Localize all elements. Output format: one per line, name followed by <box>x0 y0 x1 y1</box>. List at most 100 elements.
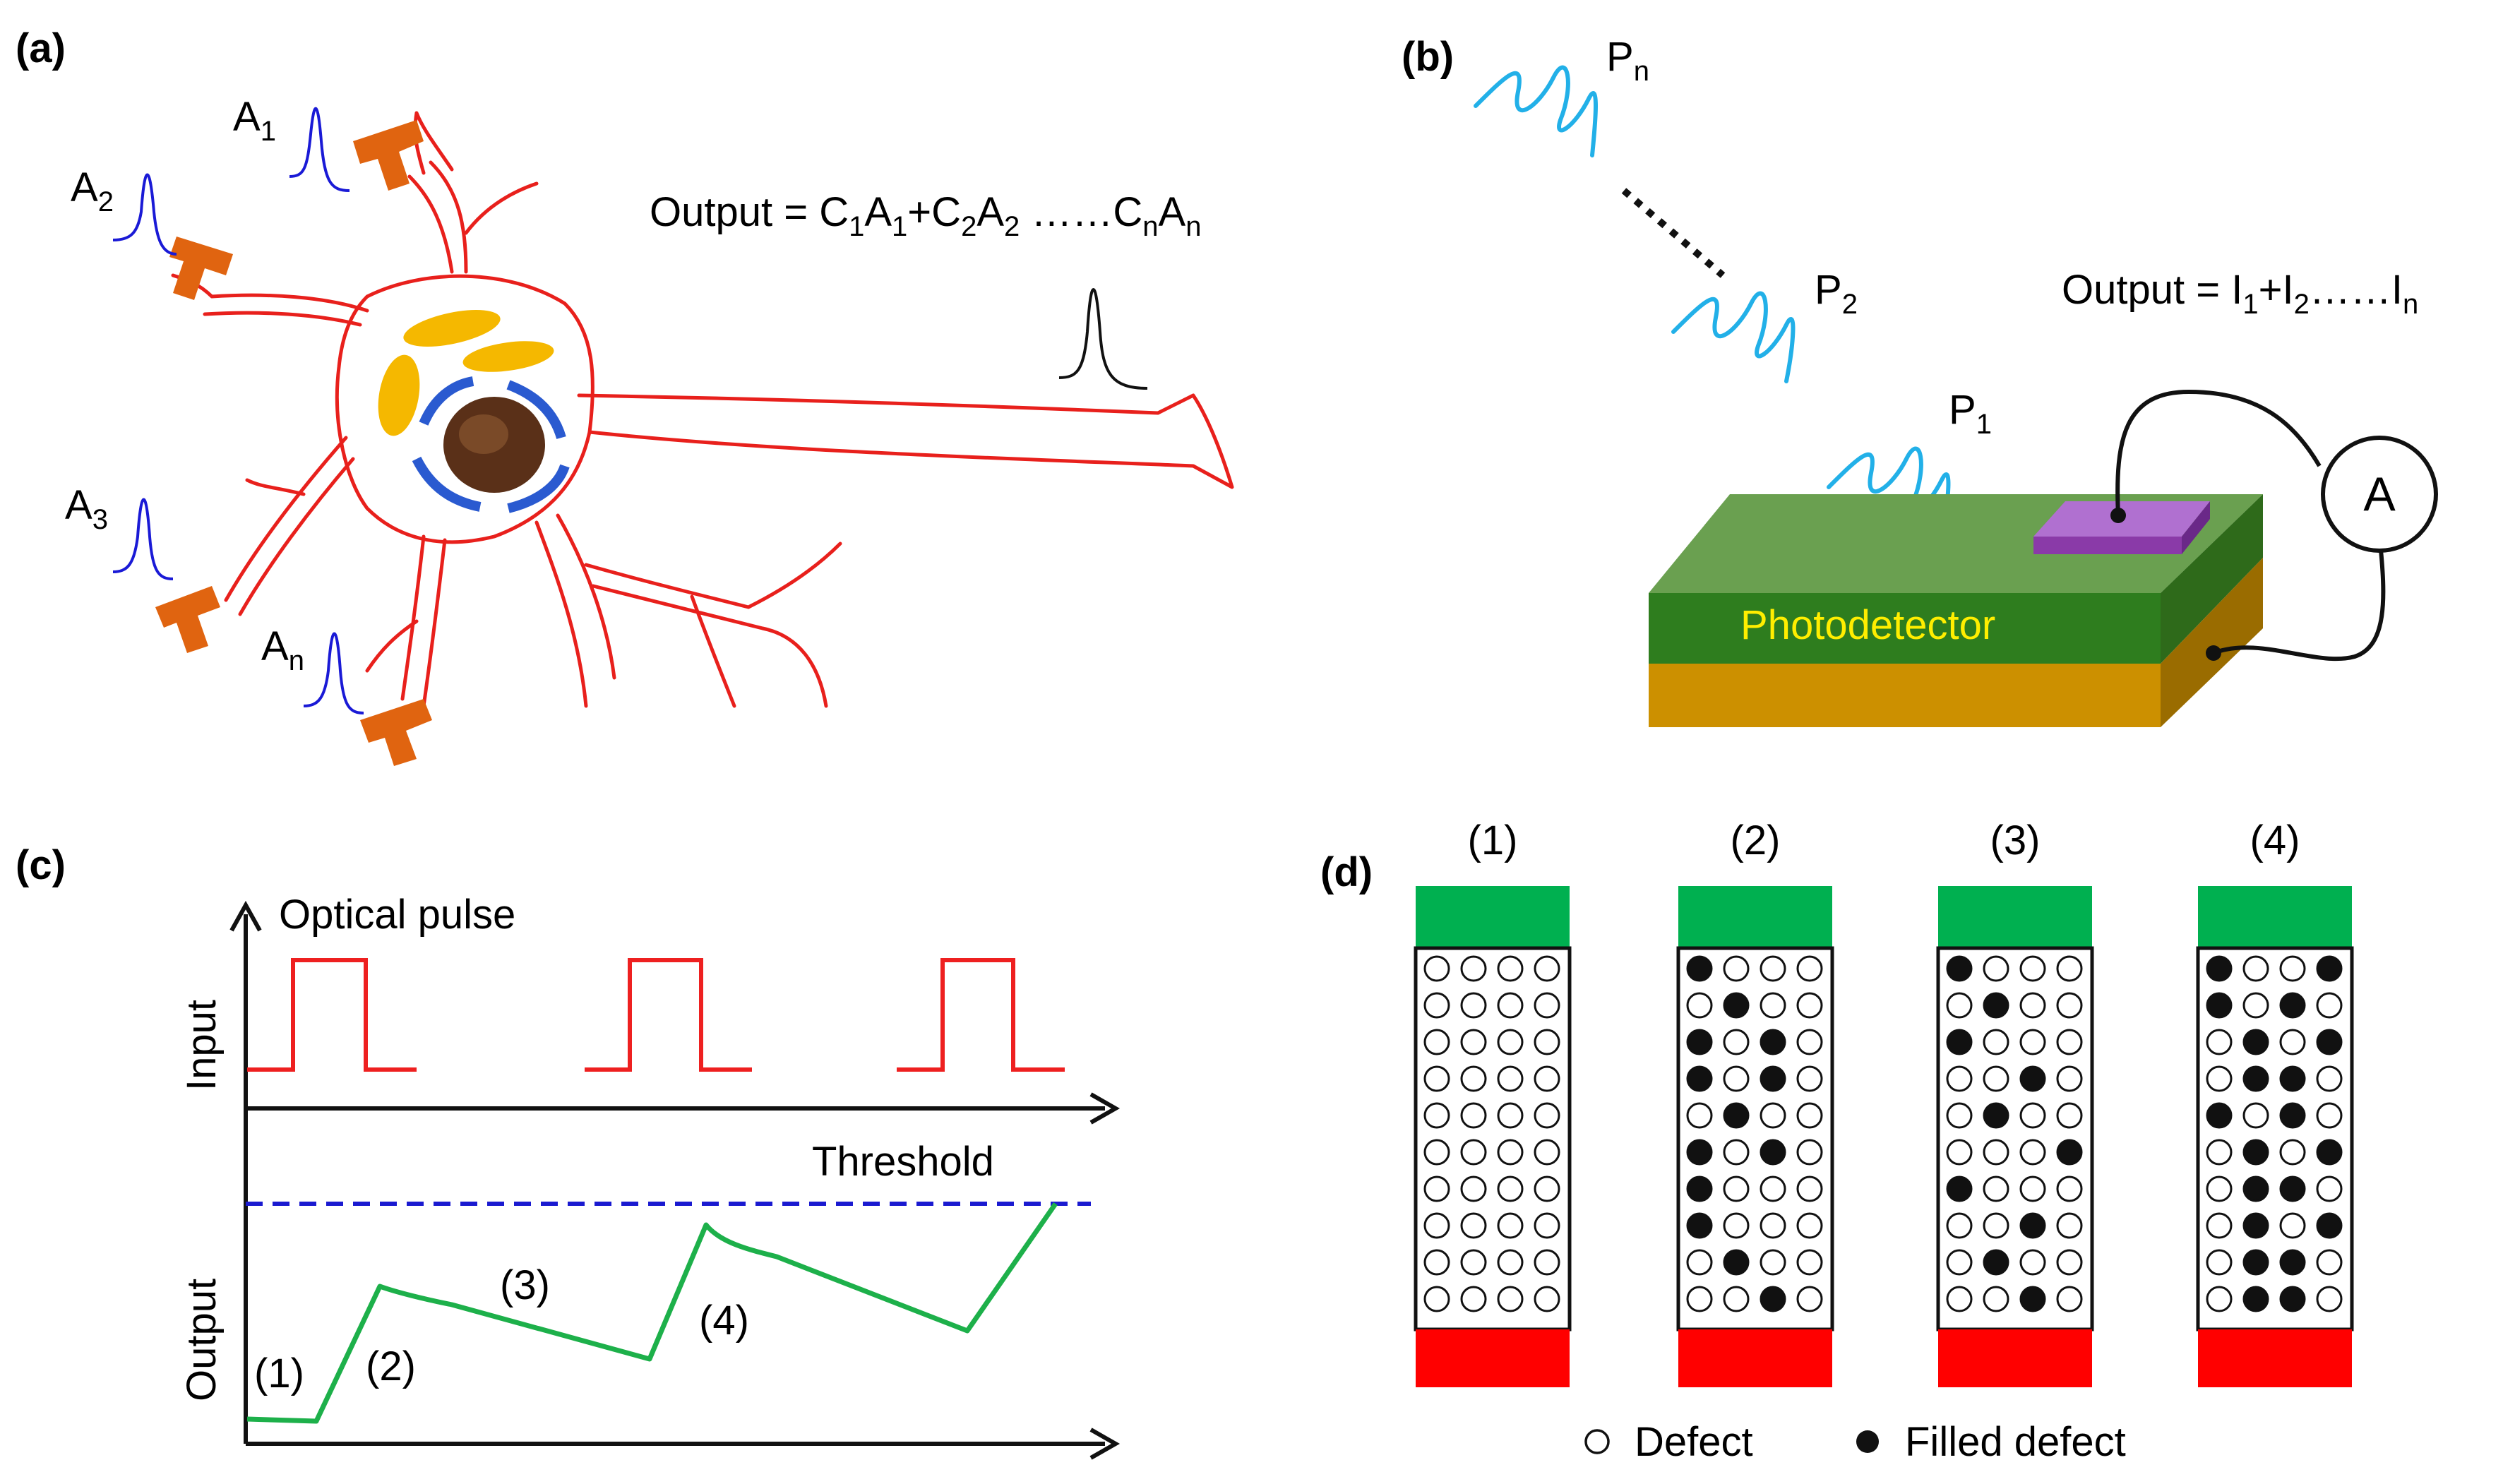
defect <box>1983 1065 2009 1092</box>
spike-a2 <box>112 173 177 256</box>
defect <box>1796 1249 1823 1276</box>
defect <box>1686 1286 1713 1312</box>
defect <box>1497 1212 1524 1239</box>
filled-defect <box>2279 992 2306 1019</box>
defect <box>1983 955 2009 982</box>
defect <box>1983 1139 2009 1166</box>
stage-1: (1) <box>254 1351 304 1396</box>
filled-defect <box>1946 1175 1973 1202</box>
filled-defect <box>1686 955 1713 982</box>
defect <box>1423 1029 1450 1055</box>
dendrite-up <box>407 111 539 274</box>
panel-a: (a) <box>16 25 1234 766</box>
bottom-electrode-4 <box>2198 1329 2352 1387</box>
defect <box>2056 1029 2083 1055</box>
filled-defect <box>1723 1102 1750 1129</box>
dendrite-upper-left <box>171 273 369 327</box>
synapses <box>155 120 432 766</box>
defect <box>2316 992 2343 1019</box>
defect <box>2279 955 2306 982</box>
defect <box>2279 1212 2306 1239</box>
top-electrode-3 <box>1938 886 2092 948</box>
filled-defect <box>1723 992 1750 1019</box>
column-label-4: (4) <box>2250 818 2300 863</box>
defect <box>1460 1212 1487 1239</box>
neuron <box>171 111 1234 708</box>
y-label-output: Output <box>179 1279 225 1401</box>
filled-defect <box>2242 1029 2269 1055</box>
neuron-output-formula: Output = C1A1+C2A2 ……CnAn <box>650 189 1201 242</box>
filled-defect <box>2316 1139 2343 1166</box>
filled-defect <box>2242 1286 2269 1312</box>
filled-defect <box>1946 955 1973 982</box>
defect-columns: (1)(2)(3)(4) <box>1414 818 2354 1387</box>
defect <box>1796 992 1823 1019</box>
synapse-n <box>360 699 432 766</box>
defect <box>1983 1286 2009 1312</box>
defect <box>1534 1102 1560 1129</box>
filled-defect <box>1686 1212 1713 1239</box>
defect <box>1946 1065 1973 1092</box>
filled-defect <box>1983 1102 2009 1129</box>
defect <box>1497 1029 1524 1055</box>
defect <box>1423 1065 1450 1092</box>
legend-defect-label: Defect <box>1635 1419 1753 1465</box>
defect <box>1983 1029 2009 1055</box>
filled-defect <box>2206 992 2233 1019</box>
defect <box>2206 1286 2233 1312</box>
top-electrode-4 <box>2198 886 2352 948</box>
panel-c-tag: (c) <box>16 842 66 888</box>
output-curve <box>246 1202 1058 1424</box>
defect <box>1686 1102 1713 1129</box>
defect <box>2242 955 2269 982</box>
stage-4: (4) <box>699 1298 749 1344</box>
defect <box>1423 1175 1450 1202</box>
defect <box>2242 1102 2269 1129</box>
label-a2: A2 <box>71 164 114 217</box>
defect <box>1796 1286 1823 1312</box>
defect <box>1796 1212 1823 1239</box>
input-pulse-3 <box>897 958 1065 1072</box>
defect <box>2206 1175 2233 1202</box>
wire-bottom-node <box>2206 645 2221 661</box>
defect <box>1760 992 1786 1019</box>
filled-defect <box>2242 1249 2269 1276</box>
input-spikes <box>112 107 364 714</box>
er-2 <box>506 380 566 440</box>
organelles <box>378 310 570 513</box>
neuron-axon <box>577 393 1234 489</box>
filled-defect <box>1760 1065 1786 1092</box>
photodetector: Photodetector <box>1649 494 2263 727</box>
input-labels: A1 A2 A3 An <box>65 94 304 676</box>
defect <box>2206 1139 2233 1166</box>
wire-top-node <box>2110 508 2126 523</box>
filled-defect <box>2019 1065 2046 1092</box>
defect <box>2279 1139 2306 1166</box>
filled-defect <box>2242 1139 2269 1166</box>
defect <box>2242 992 2269 1019</box>
defect <box>1723 1175 1750 1202</box>
defect <box>1423 1249 1450 1276</box>
filled-defect <box>2242 1175 2269 1202</box>
panel-d-tag: (d) <box>1320 849 1373 895</box>
circuit <box>2115 389 2438 662</box>
threshold-label: Threshold <box>812 1139 994 1185</box>
stage-3: (3) <box>500 1262 550 1308</box>
defect <box>1723 1212 1750 1239</box>
defect <box>1460 1139 1487 1166</box>
ammeter-label: A <box>2363 467 2396 521</box>
top-electrode-1 <box>1416 886 1570 948</box>
filled-defect <box>2279 1175 2306 1202</box>
filled-defect <box>2316 1029 2343 1055</box>
defect <box>1796 1175 1823 1202</box>
defect <box>1760 1249 1786 1276</box>
defect <box>1796 1029 1823 1055</box>
filled-defect <box>2242 1065 2269 1092</box>
defect <box>1760 1175 1786 1202</box>
defect <box>2056 1286 2083 1312</box>
synapse-2 <box>169 237 233 300</box>
panel-c: (c) Optical pulse Input Output Threshold… <box>16 842 1121 1460</box>
defect <box>1760 1212 1786 1239</box>
defect <box>1796 1139 1823 1166</box>
electrode-side <box>2182 501 2210 554</box>
